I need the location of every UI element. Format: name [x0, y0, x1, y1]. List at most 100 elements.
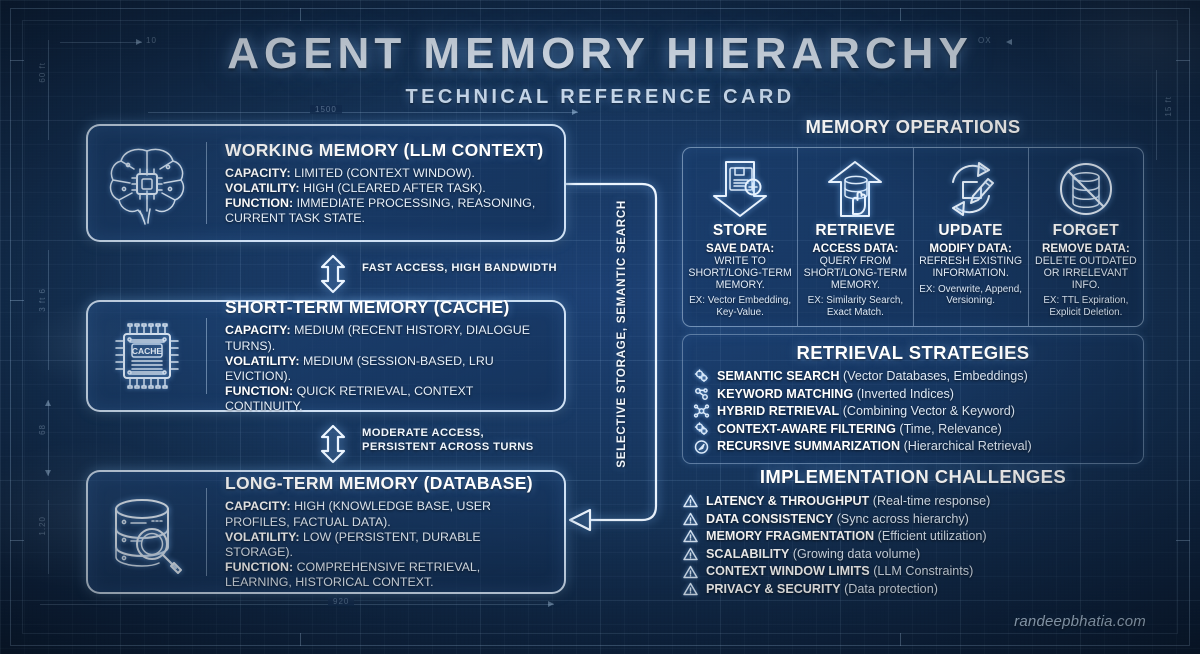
memory-operations-section: MEMORY OPERATIONS STORE SAVE DATA: WRITE…	[682, 116, 1144, 327]
operation-description: DELETE OUTDATED OR IRRELEVANT INFO.	[1035, 255, 1137, 291]
retrieval-strategies-list: SEMANTIC SEARCH (Vector Databases, Embed…	[693, 368, 1133, 455]
list-item[interactable]: CONTEXT-AWARE FILTERING (Time, Relevance…	[693, 421, 1133, 438]
frame-corner-tick	[300, 633, 301, 646]
dimension-line-left-lower	[48, 400, 49, 476]
attribute-value: QUICK RETRIEVAL, CONTEXT CONTINUITY.	[225, 384, 474, 414]
memory-operations-grid: STORE SAVE DATA: WRITE TO SHORT/LONG-TER…	[682, 147, 1144, 327]
page-title: AGENT MEMORY HIERARCHY	[227, 29, 973, 78]
memory-level-attributes: CAPACITY: LIMITED (CONTEXT WINDOW). VOLA…	[225, 166, 550, 227]
challenge-name: DATA CONSISTENCY	[706, 511, 834, 526]
operation-subtitle: SAVE DATA:	[705, 242, 775, 255]
card-divider	[206, 488, 207, 576]
connector-arrow-short-to-long	[320, 424, 346, 464]
dimension-label-left-mid: 3 ft 6	[38, 288, 47, 312]
list-item[interactable]: PRIVACY & SECURITY (Data protection)	[682, 581, 1144, 598]
operation-example: EX: TTL Expiration, Explicit Deletion.	[1043, 295, 1129, 318]
attribute-label: VOLATILITY:	[225, 180, 300, 195]
list-item[interactable]: KEYWORD MATCHING (Inverted Indices)	[693, 386, 1133, 403]
author-signature[interactable]: randeepbhatia.com	[1014, 613, 1146, 630]
strategy-detail: (Hierarchical Retrieval)	[903, 439, 1032, 454]
challenge-name: SCALABILITY	[706, 546, 790, 561]
dimension-line-left-bottom	[48, 500, 49, 574]
warning-triangle-icon	[682, 582, 699, 597]
operation-description: WRITE TO SHORT/LONG-TERM MEMORY.	[688, 255, 792, 291]
operation-retrieve[interactable]: RETRIEVE ACCESS DATA: QUERY FROM SHORT/L…	[798, 148, 914, 326]
save-down-arrow-icon	[688, 157, 792, 221]
list-item-text: CONTEXT-AWARE FILTERING (Time, Relevance…	[717, 421, 1002, 438]
list-item-text: DATA CONSISTENCY (Sync across hierarchy)	[706, 511, 969, 528]
dimension-label-bottom-width: 920	[328, 597, 355, 606]
list-item[interactable]: SEMANTIC SEARCH (Vector Databases, Embed…	[693, 368, 1133, 385]
challenge-detail: (Real-time response)	[872, 494, 991, 508]
memory-level-body: WORKING MEMORY (LLM CONTEXT) CAPACITY: L…	[211, 138, 564, 229]
dimension-arrow	[548, 601, 554, 607]
card-divider	[206, 318, 207, 394]
list-item[interactable]: CONTEXT WINDOW LIMITS (LLM Constraints)	[682, 563, 1144, 580]
memory-level-attributes: CAPACITY: HIGH (KNOWLEDGE BASE, USER PRO…	[225, 499, 550, 590]
dimension-arrow	[45, 400, 51, 406]
dimension-label-left-lower: 68	[38, 424, 47, 435]
implementation-challenges-title: IMPLEMENTATION CHALLENGES	[759, 466, 1067, 487]
list-item-text: MEMORY FRAGMENTATION (Efficient utilizat…	[706, 528, 987, 545]
card-header: AGENT MEMORY HIERARCHY TECHNICAL REFEREN…	[0, 32, 1200, 109]
dimension-label-top-width: 1500	[310, 105, 342, 114]
dimension-line-right	[1156, 70, 1157, 160]
list-item-text: SCALABILITY (Growing data volume)	[706, 546, 920, 563]
memory-level-long-term[interactable]: LONG-TERM MEMORY (DATABASE) CAPACITY: HI…	[86, 470, 566, 594]
operation-forget[interactable]: FORGET REMOVE DATA: DELETE OUTDATED OR I…	[1029, 148, 1143, 326]
retrieval-strategies-section: RETRIEVAL STRATEGIES SEMANTIC SEARCH (Ve…	[682, 334, 1144, 464]
strategy-detail: (Time, Relevance)	[899, 421, 1002, 436]
warning-triangle-icon	[682, 564, 699, 579]
list-item[interactable]: MEMORY FRAGMENTATION (Efficient utilizat…	[682, 528, 1144, 545]
attribute-label: CAPACITY:	[225, 499, 291, 514]
operation-name: RETRIEVE	[815, 222, 896, 239]
implementation-challenges-list: LATENCY & THROUGHPUT (Real-time response…	[682, 493, 1144, 598]
strategy-name: SEMANTIC SEARCH	[717, 369, 840, 383]
dimension-label-top-tick: 10	[146, 36, 157, 45]
strategy-name: CONTEXT-AWARE FILTERING	[717, 421, 896, 436]
list-item[interactable]: HYBRID RETRIEVAL (Combining Vector & Key…	[693, 403, 1133, 420]
memory-level-title: LONG-TERM MEMORY (DATABASE)	[225, 473, 533, 494]
attribute-label: FUNCTION:	[225, 560, 294, 575]
retrieval-strategies-title: RETRIEVAL STRATEGIES	[796, 342, 1030, 363]
challenge-name: LATENCY & THROUGHPUT	[706, 494, 870, 508]
memory-level-working[interactable]: WORKING MEMORY (LLM CONTEXT) CAPACITY: L…	[86, 124, 566, 242]
feedback-loop-arrow	[566, 182, 658, 532]
list-item[interactable]: DATA CONSISTENCY (Sync across hierarchy)	[682, 511, 1144, 528]
attribute-label: CAPACITY:	[225, 323, 291, 338]
operation-example: EX: Vector Embedding, Key-Value.	[689, 295, 792, 318]
connector-arrow-working-to-short	[320, 254, 346, 294]
page-subtitle: TECHNICAL REFERENCE CARD	[405, 86, 795, 108]
operation-update[interactable]: UPDATE MODIFY DATA: REFRESH EXISTING INF…	[914, 148, 1029, 326]
attribute-value: MEDIUM (SESSION-BASED, LRU EVICTION).	[225, 353, 494, 383]
list-item-text: LATENCY & THROUGHPUT (Real-time response…	[706, 493, 990, 510]
memory-level-attributes: CAPACITY: MEDIUM (RECENT HISTORY, DIALOG…	[225, 323, 550, 414]
warning-triangle-icon	[682, 494, 699, 509]
list-item[interactable]: LATENCY & THROUGHPUT (Real-time response…	[682, 493, 1144, 510]
challenge-name: PRIVACY & SECURITY	[706, 581, 841, 596]
list-item[interactable]: SCALABILITY (Growing data volume)	[682, 546, 1144, 563]
dimension-label-top-right-tick: OX	[978, 36, 992, 45]
frame-corner-tick	[900, 8, 901, 21]
attribute-value: LIMITED (CONTEXT WINDOW).	[294, 165, 475, 180]
list-item-text: HYBRID RETRIEVAL (Combining Vector & Key…	[717, 403, 1015, 420]
operation-name: UPDATE	[938, 222, 1003, 239]
challenge-detail: (Growing data volume)	[792, 546, 921, 561]
database-search-icon	[88, 489, 206, 575]
attribute-value: HIGH (CLEARED AFTER TASK).	[303, 180, 486, 195]
strategy-name: RECURSIVE SUMMARIZATION	[717, 439, 901, 454]
attribute-label: CAPACITY:	[225, 165, 291, 180]
list-item[interactable]: RECURSIVE SUMMARIZATION (Hierarchical Re…	[693, 438, 1133, 455]
challenge-detail: (Data protection)	[844, 581, 938, 596]
warning-triangle-icon	[682, 511, 699, 526]
operation-subtitle: MODIFY DATA:	[929, 242, 1012, 255]
challenge-detail: (LLM Constraints)	[873, 564, 974, 579]
memory-level-short-term[interactable]: CACHE SHORT-TERM MEMORY (CACHE) CAPACITY…	[86, 297, 566, 413]
operation-store[interactable]: STORE SAVE DATA: WRITE TO SHORT/LONG-TER…	[683, 148, 799, 326]
frame-corner-tick	[1176, 540, 1190, 541]
frame-corner-tick	[10, 540, 24, 541]
memory-level-body: SHORT-TERM MEMORY (CACHE) CAPACITY: MEDI…	[211, 295, 564, 416]
warning-triangle-icon	[682, 547, 699, 562]
svg-text:CACHE: CACHE	[132, 346, 163, 356]
brain-chip-icon	[88, 141, 206, 225]
